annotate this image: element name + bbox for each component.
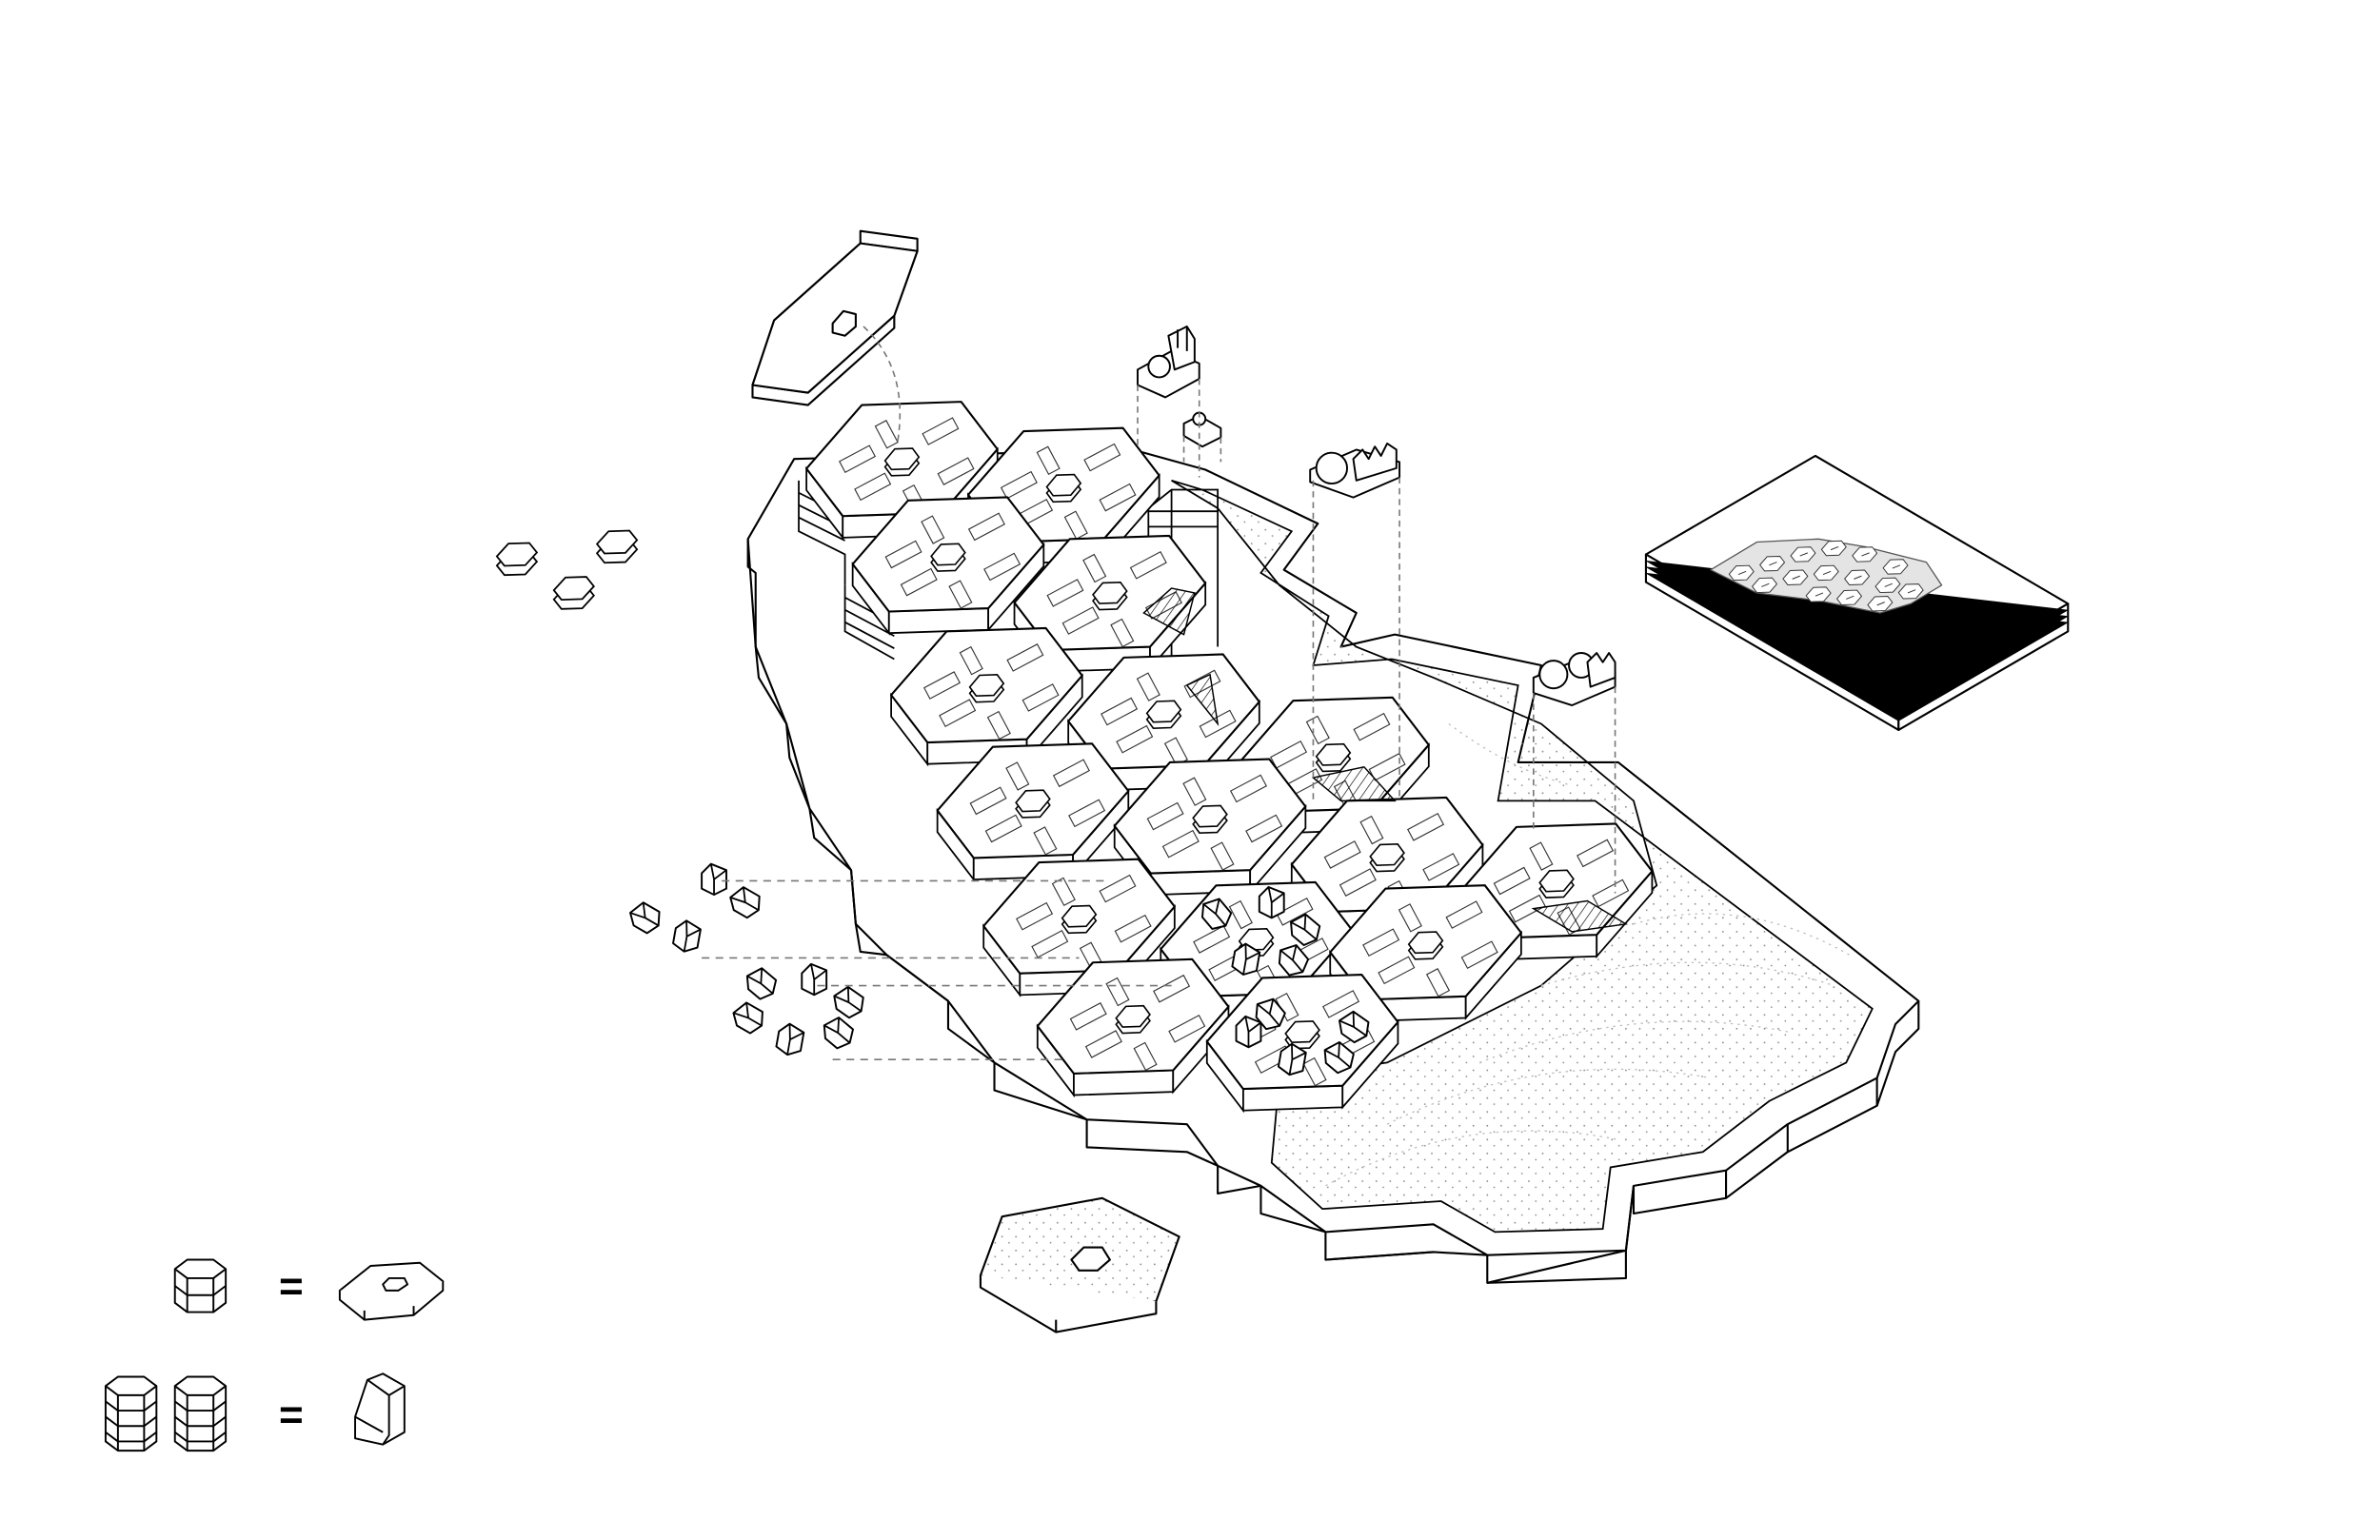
factory-icon xyxy=(1137,326,1200,399)
hex-tile xyxy=(1036,958,1230,1098)
house-icon xyxy=(1323,1040,1355,1075)
hex-token-icon xyxy=(1369,843,1405,866)
legend-equals-1: = xyxy=(279,1263,304,1310)
game-box-icon xyxy=(1644,454,2070,731)
factory-icon xyxy=(1532,652,1616,707)
hex-token-icon xyxy=(552,576,596,610)
house-icon xyxy=(745,967,778,1000)
loose-hex-tokens xyxy=(495,529,639,610)
hex-token-icon xyxy=(1092,581,1128,604)
house-icon xyxy=(1339,1010,1370,1044)
hex-tiles xyxy=(805,401,1654,1114)
house-icon xyxy=(1231,942,1261,976)
small-piece-icon xyxy=(1182,411,1222,448)
hex-token-icon xyxy=(1284,1020,1320,1044)
house-icon xyxy=(833,985,864,1019)
hex-token-icon xyxy=(1192,804,1228,828)
hex-token-icon xyxy=(1061,904,1098,928)
house-icon xyxy=(801,962,828,997)
house-icon xyxy=(729,886,761,919)
house-icon xyxy=(1258,885,1285,919)
loose-hex-tile xyxy=(979,1196,1180,1333)
hex-tile xyxy=(1113,758,1307,898)
hex-token-icon xyxy=(930,543,966,566)
hex-token-icon xyxy=(595,529,639,564)
house-icon xyxy=(1235,1015,1262,1049)
house-icon xyxy=(1200,898,1233,930)
cylinder-stack-icon xyxy=(173,1375,228,1452)
hex-token-icon xyxy=(1115,1004,1151,1028)
hex-token-icon xyxy=(1145,700,1182,723)
house-icon xyxy=(775,1022,805,1056)
factory-icon xyxy=(1309,443,1401,499)
building-pieces xyxy=(1137,326,1616,707)
hex-token-icon xyxy=(338,1261,445,1321)
house-icon xyxy=(354,1372,406,1446)
house-icon xyxy=(732,1001,764,1035)
guide-curve xyxy=(863,326,902,444)
water-arcs xyxy=(1325,722,1850,1187)
cylinder-stack-icon xyxy=(104,1375,158,1452)
legend xyxy=(104,1258,445,1452)
house-guides xyxy=(702,879,1172,1060)
house-icon xyxy=(701,862,727,897)
house-icon xyxy=(1277,1042,1307,1076)
house-icon xyxy=(1290,913,1321,946)
hex-token-icon xyxy=(1407,931,1444,955)
cylinder-stack-icon xyxy=(173,1258,228,1313)
floating-hex-tile xyxy=(751,229,919,406)
hex-token-icon xyxy=(1045,473,1082,497)
loose-houses xyxy=(629,862,1370,1076)
house-icon xyxy=(1278,944,1310,977)
hex-token-icon xyxy=(1538,869,1575,893)
hex-token-icon xyxy=(968,674,1005,697)
hex-token-icon xyxy=(883,447,921,471)
house-icon xyxy=(823,1017,854,1050)
legend-equals-2: = xyxy=(279,1392,304,1438)
hex-token-icon xyxy=(495,542,539,577)
house-icon xyxy=(672,919,702,953)
wonder-icon xyxy=(831,309,857,337)
house-icon xyxy=(629,901,661,935)
hatched-fields xyxy=(1142,587,1629,933)
hex-tile xyxy=(851,496,1045,636)
hex-token-icon xyxy=(1315,742,1352,766)
house-icon xyxy=(1255,997,1286,1031)
hex-token-icon xyxy=(1015,789,1051,813)
hex-tile xyxy=(936,742,1130,882)
